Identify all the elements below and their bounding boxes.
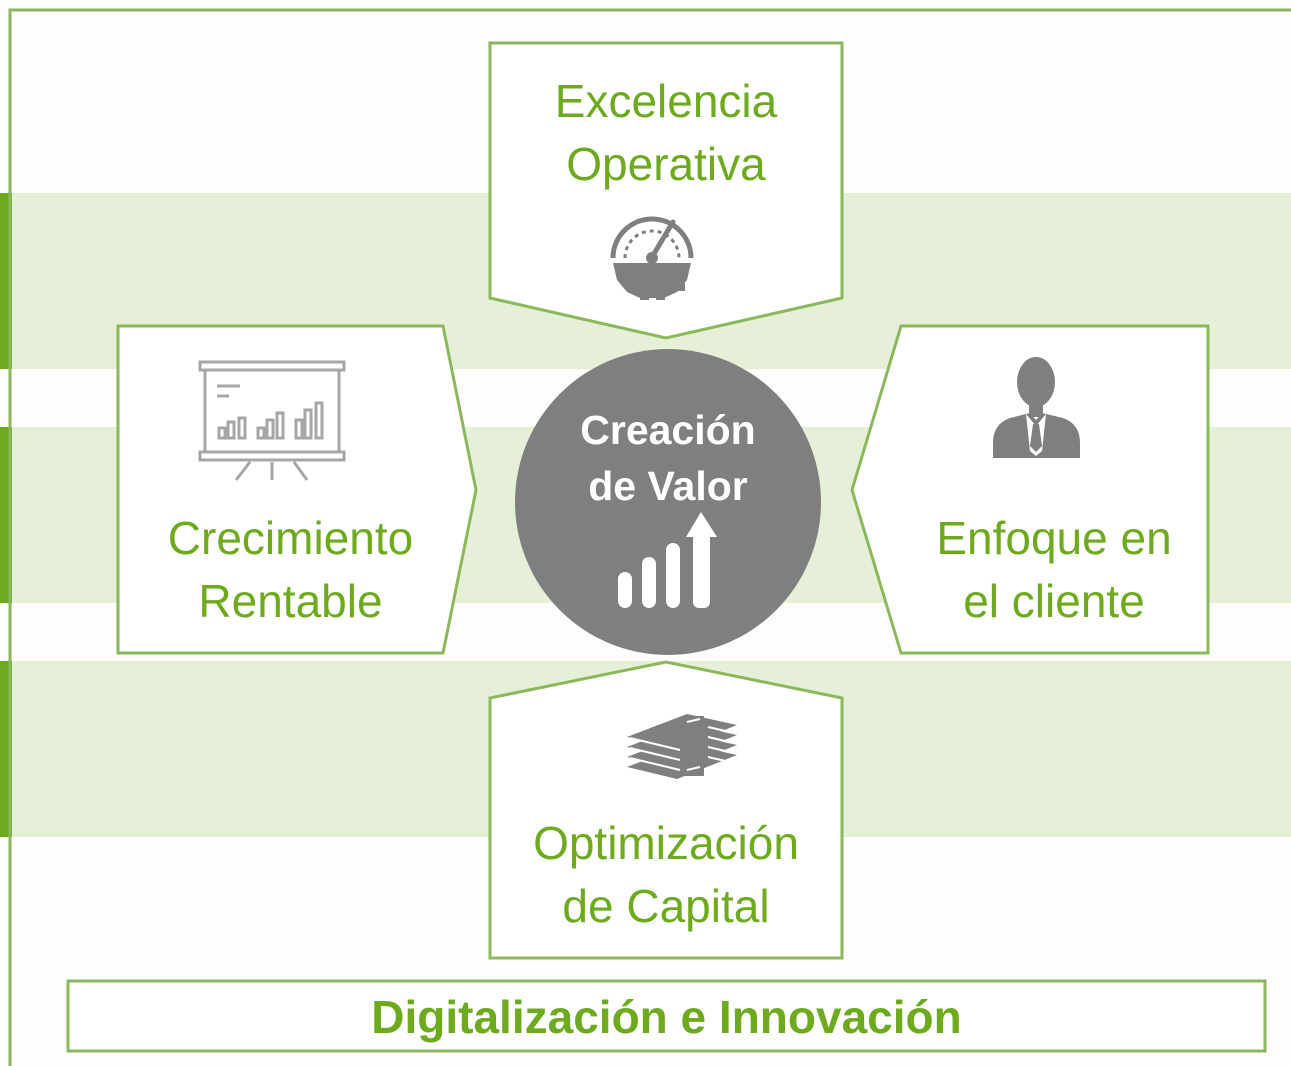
- foundation-label: Digitalización e Innovación: [371, 991, 962, 1043]
- pillar-left-label: Crecimiento Rentable: [167, 512, 414, 627]
- foundation-box: [66, 979, 1267, 1053]
- pillar-bottom-shape: [488, 660, 844, 960]
- money-stack-icon: [627, 714, 737, 779]
- pillar-top-label: Excelencia Operativa: [554, 75, 778, 190]
- businessman-icon: [993, 357, 1080, 458]
- pillar-top-shape: [488, 41, 844, 340]
- pillar-left-shape: [116, 324, 478, 655]
- outer-frame: [8, 8, 1291, 1066]
- center-circle: [515, 349, 821, 655]
- speedometer-gear-icon: [610, 216, 694, 300]
- pillar-bottom-label: Optimización de Capital: [533, 817, 799, 932]
- center-label: Creación de Valor: [580, 407, 756, 509]
- pillar-right-shape: [850, 324, 1210, 655]
- pillar-right-label: Enfoque en el cliente: [936, 512, 1172, 627]
- bar-chart-up-icon: [618, 512, 717, 608]
- presentation-board-icon: [198, 360, 346, 481]
